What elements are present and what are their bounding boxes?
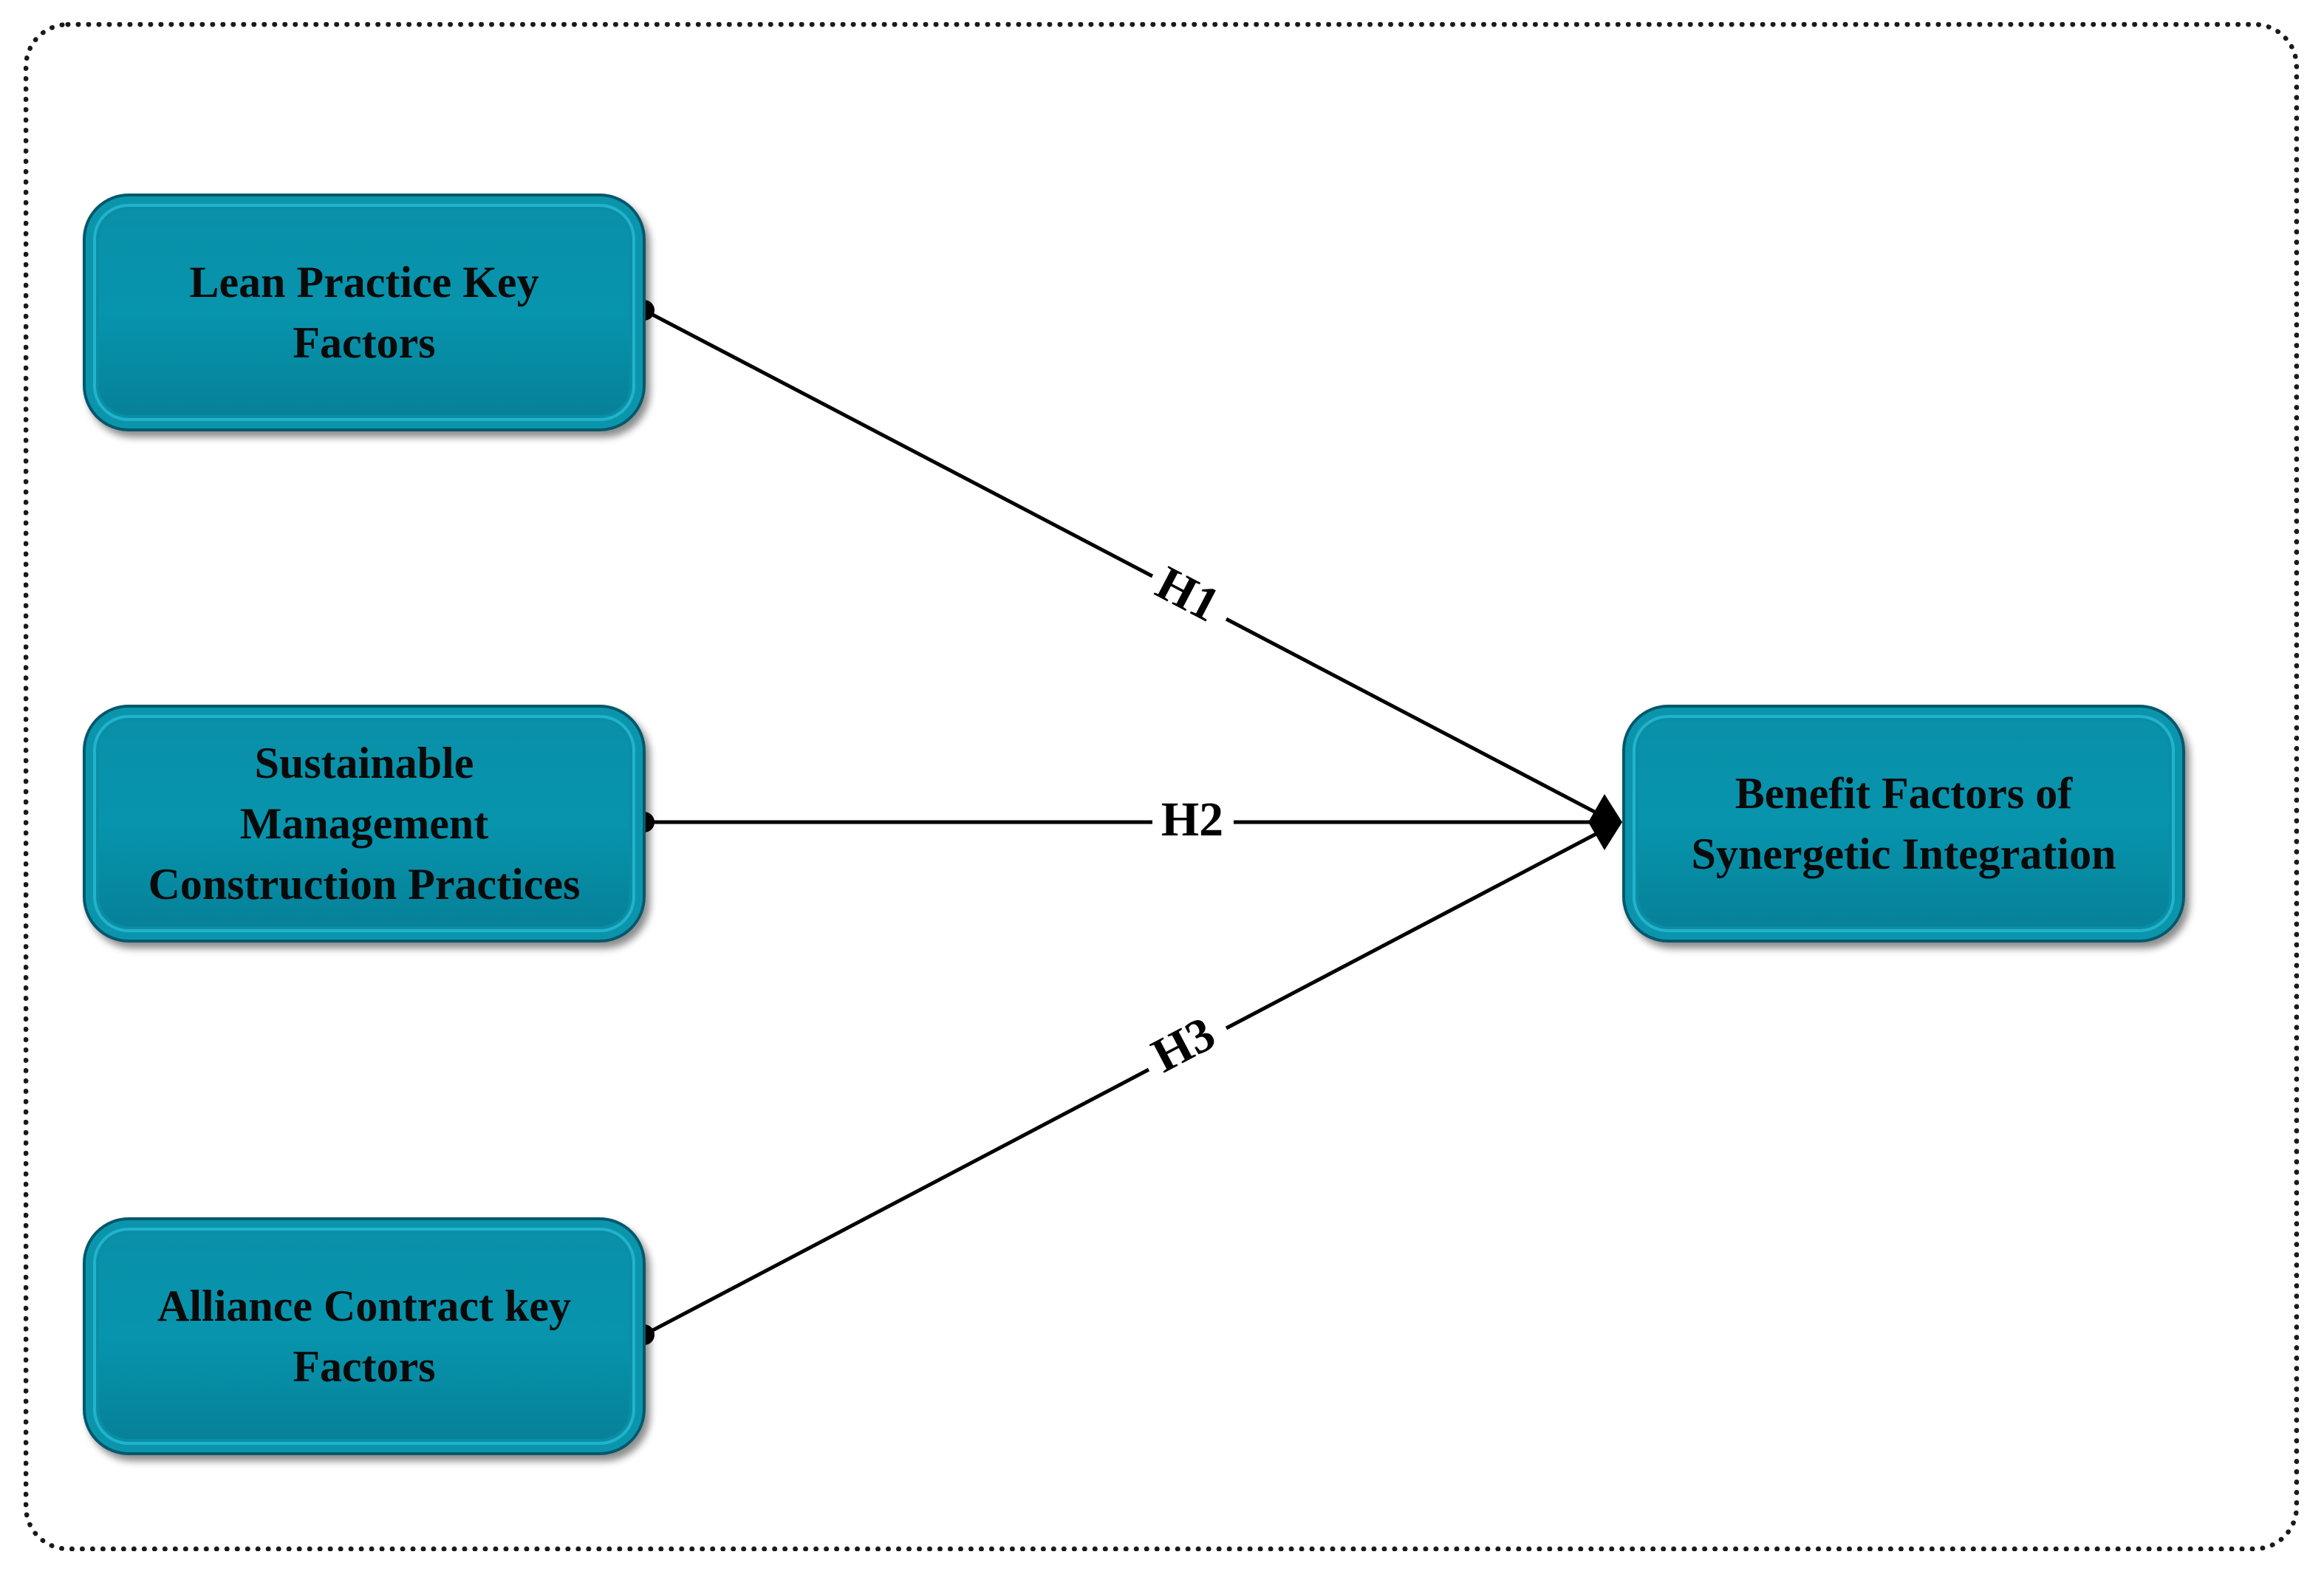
edge-h1-line-b: [1225, 617, 1604, 818]
edge-h3-label: H3: [1144, 1006, 1224, 1083]
node-sustainable-management[interactable]: Sustainable Management Construction Prac…: [83, 705, 646, 943]
diagram-frame: [24, 22, 2299, 1551]
node-sustainable-management-label: Sustainable Management Construction Prac…: [148, 739, 581, 909]
edge-h1-line-a: [643, 308, 1154, 578]
edge-h2: H2: [634, 793, 1603, 847]
edge-h1-label: H1: [1148, 555, 1228, 632]
edge-h3: H3: [634, 828, 1604, 1345]
node-lean-practice-label: Lean Practice Key Factors: [189, 258, 539, 367]
edge-h3-line-a: [643, 1067, 1150, 1337]
edge-arrowhead: [1588, 794, 1622, 850]
node-alliance-contract-label: Alliance Contract key Factors: [157, 1282, 571, 1391]
edge-h1: H1: [634, 300, 1604, 818]
node-benefit-factors-label: Benefit Factors of Synergetic Integratio…: [1691, 769, 2116, 878]
edge-h2-label: H2: [1161, 793, 1223, 847]
node-lean-practice[interactable]: Lean Practice Key Factors: [83, 194, 646, 431]
node-benefit-factors[interactable]: Benefit Factors of Synergetic Integratio…: [1622, 705, 2185, 943]
edge-h3-line-b: [1225, 828, 1604, 1030]
node-alliance-contract[interactable]: Alliance Contract key Factors: [83, 1217, 646, 1455]
